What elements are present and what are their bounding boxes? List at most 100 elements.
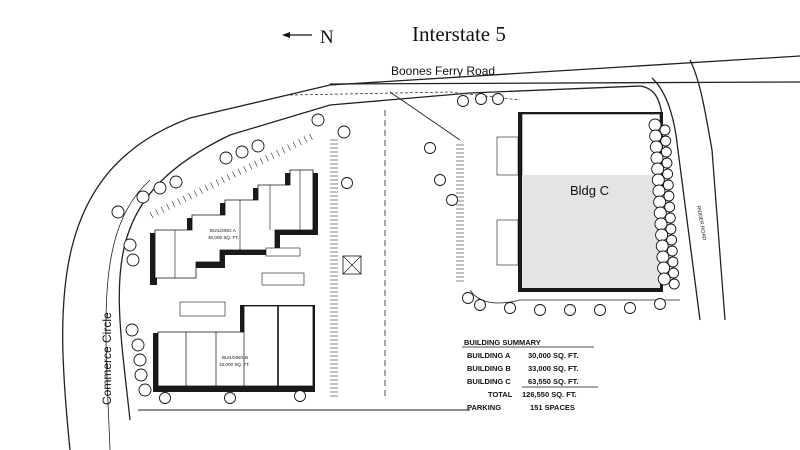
tree-icon [667,256,679,268]
parking-stripe [259,157,264,165]
tree-icon [457,95,469,107]
tree-icon [665,223,677,235]
parking-stripe [265,155,269,162]
tree-icon [251,139,265,153]
tree-icon [138,383,152,397]
building-b: BUILDING B 33,000 SQ. FT. [153,247,362,392]
summary-value-c: 63,550 SQ. FT. [528,377,578,386]
summary-value-total: 126,550 SQ. FT. [522,390,577,399]
parking-stripe [182,195,187,202]
tree-icon [654,298,666,310]
parking-stripe [160,206,165,213]
road-label-right: RIDDER ROAD [695,205,707,241]
parking-stripe [226,174,231,181]
tree-icon [294,390,306,402]
tree-icon [111,205,125,219]
tree-icon [564,304,576,316]
tree-icon [153,181,167,195]
highway-label: Interstate 5 [412,22,506,46]
summary-value-b: 33,000 SQ. FT. [528,364,578,373]
summary-label-c: BUILDING C [467,377,511,386]
building-c-label: Bldg C [570,183,609,198]
summary-label-b: BUILDING B [467,364,511,373]
tree-icon [656,250,670,264]
tree-icon [136,190,150,204]
tree-icon [534,304,546,316]
tree-icon [235,145,249,159]
tree-icon [657,272,671,286]
parking-stripe [243,165,247,173]
parking-stripe [270,152,275,159]
parking-stripe [171,201,176,208]
tree-icon [662,168,674,180]
tree-icon [311,113,325,127]
tree-icon [159,392,171,404]
building-a: BUILDING A 30,000 SQ. FT. [150,169,318,285]
summary-label-total: TOTAL [488,390,513,399]
building-summary: BUILDING SUMMARY BUILDING A 30,000 SQ. F… [462,338,598,412]
building-a-name: BUILDING A [210,228,237,233]
road-label-top: Boones Ferry Road [391,64,495,78]
summary-label-parking: PARKING [467,403,501,412]
tree-icon [462,292,474,304]
tree-icon [650,151,664,165]
summary-title: BUILDING SUMMARY [464,338,541,347]
parking-stripe [281,147,286,154]
tree-icon [474,299,486,311]
tree-icon [668,278,680,290]
tree-icon [660,146,672,158]
parking-stripe [248,163,253,170]
tree-icon [475,93,487,105]
tree-icon [666,234,678,246]
tree-icon [131,338,145,352]
tree-icon [654,217,668,231]
tree-icon [648,118,662,132]
building-b-area: 33,000 SQ. FT. [219,362,250,367]
parking-stripe [193,190,198,197]
summary-value-parking: 151 SPACES [530,403,575,412]
parking-stripe [199,187,203,194]
tree-icon [169,175,183,189]
tree-icon [651,173,665,187]
summary-label-a: BUILDING A [467,351,511,360]
tree-icon [660,135,672,147]
parking-stripe [276,149,280,157]
parking-stripe [188,192,192,200]
road-label-left: Commerce Circle [100,312,114,405]
tree-icon [434,174,446,186]
tree-icon [664,212,676,224]
tree-icon [133,353,147,367]
landscape-trees [111,93,680,404]
tree-icon [125,323,139,337]
tree-icon [337,125,351,139]
parking-stripe [210,182,214,189]
tree-icon [594,304,606,316]
parking-stripe [298,138,302,146]
north-arrow-icon [282,32,312,38]
parking-stripe [237,168,242,175]
parking-stripe [303,136,308,143]
tree-icon [649,129,663,143]
parking-stripe [254,160,258,167]
parking-stripe [221,176,225,184]
tree-icon [655,228,669,242]
parking-stripe [166,203,170,211]
tree-icon [504,302,516,314]
parking-stripes [149,133,464,397]
tree-icon [653,195,667,209]
tree-icon [219,151,233,165]
tree-icon [624,302,636,314]
building-b-name: BUILDING B [222,355,248,360]
tree-icon [446,194,458,206]
north-label: N [320,27,334,48]
tree-icon [123,238,137,252]
tree-icon [224,392,236,404]
road-lines [62,55,800,450]
tree-icon [424,142,436,154]
tree-icon [662,179,674,191]
parking-stripe [204,184,209,192]
tree-icon [655,239,669,253]
parking-stripe [292,141,297,148]
building-a-area: 30,000 SQ. FT. [208,235,239,240]
